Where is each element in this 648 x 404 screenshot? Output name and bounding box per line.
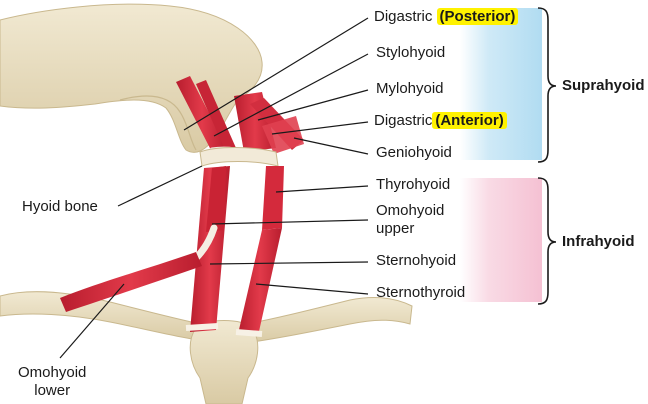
leader-mylohyoid	[258, 90, 368, 120]
label-omohyoid-lower: Omohyoid lower	[18, 364, 86, 400]
label-omohyoid-lower-line2: lower	[18, 382, 86, 400]
infrahyoid-band	[460, 178, 542, 302]
suprahyoid-band	[460, 8, 542, 160]
label-sternothyroid: Sternothyroid	[376, 284, 465, 302]
leader-thyrohyoid	[276, 186, 368, 192]
leader-hyoid-bone	[118, 166, 202, 206]
leader-omohyoid-upper	[212, 220, 368, 224]
label-omohyoid-upper-line2: upper	[376, 220, 444, 238]
label-digastric-posterior: Digastric (Posterior)	[374, 8, 518, 26]
omohyoid-lower-muscle	[60, 252, 202, 312]
leader-sternothyroid	[256, 284, 368, 294]
label-thyrohyoid: Thyrohyoid	[376, 176, 450, 194]
label-digastric-posterior-name: Digastric	[374, 8, 432, 25]
group-label-infrahyoid: Infrahyoid	[562, 233, 635, 251]
leader-sternohyoid	[210, 262, 368, 264]
thyrohyoid-muscle	[262, 166, 284, 230]
label-digastric-anterior-name: Digastric	[374, 112, 432, 129]
hyoid-bone	[200, 148, 278, 167]
label-omohyoid-upper-line1: Omohyoid	[376, 202, 444, 220]
label-omohyoid-upper: Omohyoid upper	[376, 202, 444, 238]
posterior-highlight: (Posterior)	[437, 8, 519, 25]
label-mylohyoid: Mylohyoid	[376, 80, 444, 98]
label-sternohyoid: Sternohyoid	[376, 252, 456, 270]
label-hyoid-bone: Hyoid bone	[22, 198, 98, 216]
label-stylohyoid: Stylohyoid	[376, 44, 445, 62]
label-geniohyoid: Geniohyoid	[376, 144, 452, 162]
label-omohyoid-lower-line1: Omohyoid	[18, 364, 86, 382]
group-label-suprahyoid: Suprahyoid	[562, 77, 645, 95]
label-digastric-anterior: Digastric(Anterior)	[374, 112, 507, 130]
clavicle-left	[0, 292, 212, 342]
leader-geniohyoid	[294, 138, 368, 154]
anterior-highlight: (Anterior)	[432, 112, 506, 129]
